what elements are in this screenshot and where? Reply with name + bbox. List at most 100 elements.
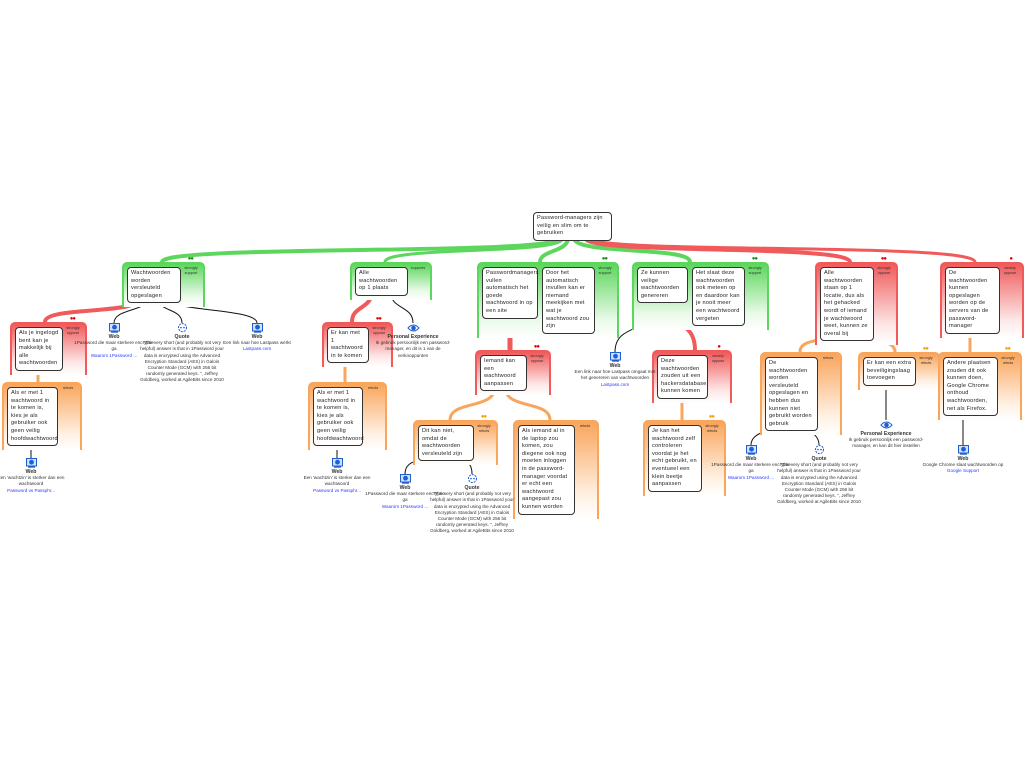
link-root-C — [538, 236, 570, 264]
evidence-text: 1Password die maar sterkere encryptie ga — [365, 491, 445, 503]
claim-box[interactable]: Als iemand al in de laptop zou komen, zo… — [518, 425, 575, 515]
claim-box[interactable]: Alle wachtwoorden op 1 plaats — [355, 267, 408, 296]
claim-box[interactable]: Als je ingelogd bent kan je makkelijk bi… — [15, 327, 63, 371]
evidence-personal-experience[interactable]: Personal Experience Ik gebruik persoonli… — [844, 420, 928, 450]
evidence-kind: Personal Experience — [860, 431, 912, 437]
quote-icon — [140, 323, 224, 333]
evidence-web[interactable]: Web 1Password die maar sterkere encrypti… — [72, 323, 156, 359]
evidence-link[interactable]: Waarom 1Password ... — [727, 474, 775, 480]
relation-label: supports — [410, 266, 426, 270]
evidence-link[interactable]: Lastpass.com — [242, 346, 272, 352]
claim-box[interactable]: Passwordmanagers vullen automatisch het … — [482, 267, 538, 319]
strength-dots: ●● — [1004, 346, 1011, 352]
web-icon — [72, 323, 156, 333]
strength-dots: ●● — [533, 344, 540, 350]
claim-box[interactable]: De wachtwoorden worden versleuteld opges… — [765, 357, 818, 432]
claim-box[interactable]: Door het automatisch invullen kan er nie… — [542, 267, 595, 334]
claim-box[interactable]: De wachtwoorden kunnen opgeslagen worden… — [945, 267, 1000, 334]
relation-label: weakly oppose — [711, 354, 725, 363]
claim-box[interactable]: Er kan met 1 wachtwoord in te komen — [327, 327, 369, 364]
quote-icon — [430, 474, 514, 484]
evidence-link[interactable]: Waarom 1Password ... — [90, 352, 138, 358]
relation-label: strongly oppose — [877, 266, 891, 275]
claim-box[interactable]: Als er met 1 wachtwoord in te komen is, … — [7, 387, 58, 447]
evidence-quote[interactable]: Quote "The very short (and probably not … — [140, 323, 224, 384]
evidence-text: "The very short (and probably not very h… — [430, 491, 514, 534]
evidence-web[interactable]: Web Een link naar hoe Lastpass omgaat me… — [573, 352, 657, 388]
claim-box[interactable]: Je kan het wachtwoord zelf controleren v… — [648, 425, 702, 492]
claim-box[interactable]: Wachtwoorden worden versleuteld opgeslag… — [127, 267, 181, 304]
eye-icon — [371, 323, 455, 333]
link-root-A — [160, 236, 562, 264]
claim-box[interactable]: Andere plaatsen zouden dit ook kunnen do… — [943, 357, 998, 417]
evidence-text: Een link naar hoe Lastpass werkt — [223, 340, 291, 346]
evidence-web[interactable]: Web Een 'wachtzin' is sterker dan een wa… — [295, 458, 379, 494]
link-root-D — [572, 236, 692, 264]
claim-panel-oppose: Alle wachtwoorden staan op 1 locatie, du… — [815, 256, 898, 346]
web-icon — [215, 323, 299, 333]
evidence-text: Ik gebruik persoonlijk een password-mana… — [375, 340, 451, 358]
evidence-text: 1Password die maar sterkere encryptie ga — [711, 462, 791, 474]
claim-box[interactable]: Iemand kan een wachtwoord aanpassen — [480, 355, 527, 392]
web-icon — [0, 458, 73, 468]
evidence-text: Een 'wachtzin' is sterker dan een wachtw… — [303, 475, 371, 487]
web-icon — [295, 458, 379, 468]
evidence-text: "The very short (and probably not very h… — [140, 340, 224, 383]
evidence-web[interactable]: Web 1Password die maar sterkere encrypti… — [709, 445, 793, 481]
evidence-quote[interactable]: Quote "The very short (and probably not … — [777, 445, 861, 506]
evidence-link[interactable]: Password vs Passphr... — [313, 487, 361, 493]
web-icon — [709, 445, 793, 455]
claim-box[interactable]: Alle wachtwoorden staan op 1 locatie, du… — [820, 267, 874, 342]
relation-label: strongly rebuts — [919, 356, 933, 365]
claim-box[interactable]: Er kan een extra beveiligingslaag toevoe… — [863, 357, 916, 386]
claim-box[interactable]: Dit kan niet, omdat de wachtwoorden vers… — [418, 425, 474, 462]
evidence-text: Een 'wachtzin' is sterker dan een wachtw… — [0, 475, 65, 487]
claim-panel-rebut: Je kan het wachtwoord zelf controleren v… — [643, 414, 726, 496]
evidence-link[interactable]: Password vs Passphr... — [7, 487, 55, 493]
evidence-link[interactable]: Waarom 1Password ... — [381, 503, 429, 509]
claim-box[interactable]: Als er met 1 wachtwoord in te komen is, … — [313, 387, 364, 447]
link-root-F — [588, 236, 977, 264]
evidence-personal-experience[interactable]: Personal Experience Ik gebruik persoonli… — [371, 323, 455, 359]
relation-label: strongly support — [184, 266, 198, 275]
evidence-web[interactable]: Web Een 'wachtzin' is sterker dan een wa… — [0, 458, 73, 494]
claim-box[interactable]: Ze kunnen veilige wachtwoorden genereren — [637, 267, 688, 304]
evidence-kind: Web — [108, 334, 120, 340]
claim-panel-oppose: Deze wachtwoorden zouden uit een hackers… — [652, 344, 732, 403]
evidence-kind: Quote — [174, 334, 190, 340]
evidence-link[interactable]: Lastpass.com — [600, 381, 630, 387]
claim-panel-support: Passwordmanagers vullen automatisch het … — [477, 256, 619, 338]
strength-dots: ● — [1009, 256, 1013, 262]
claim-panel-support: Wachtwoorden worden versleuteld opgeslag… — [122, 256, 205, 308]
evidence-link[interactable]: Google Support — [946, 468, 980, 474]
link-root-E — [583, 236, 852, 264]
claim-panel-rebut: Als er met 1 wachtwoord in te komen is, … — [308, 382, 387, 451]
strength-dots: ●● — [69, 316, 76, 322]
evidence-web[interactable]: Web 1Password die maar sterkere encrypti… — [363, 474, 447, 510]
eye-icon — [844, 420, 928, 430]
relation-label: strongly support — [748, 266, 762, 275]
evidence-kind: Web — [609, 363, 621, 369]
relation-label: rebuts — [579, 424, 591, 428]
root-connectors — [160, 236, 977, 264]
strength-dots: ●● — [375, 316, 382, 322]
relation-label: weakly oppose — [1003, 266, 1017, 275]
evidence-text: 1Password die maar sterkere encryptie ga — [74, 340, 154, 352]
relation-label: strongly support — [598, 266, 612, 275]
claim-panel-rebut: Er kan een extra beveiligingslaag toevoe… — [858, 346, 940, 390]
claim-panel-oppose: Als je ingelogd bent kan je makkelijk bi… — [10, 316, 87, 375]
evidence-quote[interactable]: Quote "The very short (and probably not … — [430, 474, 514, 535]
relation-label: rebuts — [822, 356, 834, 360]
relation-label: rebuts — [62, 386, 74, 390]
claim-panel-rebut: Als er met 1 wachtwoord in te komen is, … — [2, 382, 82, 451]
evidence-kind: Quote — [464, 485, 480, 491]
claim-box[interactable]: Het slaat deze wachtwoorden ook meteen o… — [692, 267, 745, 327]
root-claim[interactable]: Password-managers zijn veilig en slim om… — [533, 212, 612, 241]
claim-box[interactable]: Deze wachtwoorden zouden uit een hackers… — [657, 355, 708, 399]
claim-panel-rebut: Als iemand al in de laptop zou komen, zo… — [513, 420, 599, 519]
evidence-kind: Web — [957, 456, 969, 462]
evidence-kind: Web — [745, 456, 757, 462]
